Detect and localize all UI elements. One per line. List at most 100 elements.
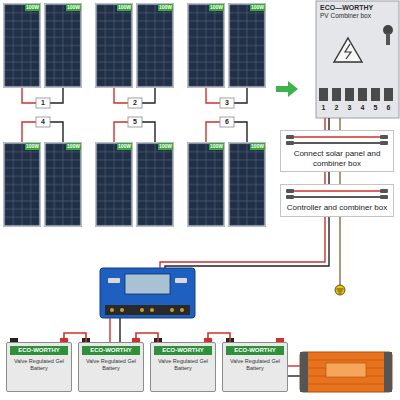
wire-sample-line	[290, 136, 384, 138]
positive-wire	[288, 365, 300, 366]
solar-panel	[3, 142, 41, 227]
mc4-plug	[286, 195, 294, 199]
wattage-tag: 100W	[209, 143, 224, 150]
solar-panel	[95, 142, 133, 227]
inverter-cap	[300, 352, 308, 392]
warning-triangle	[334, 38, 362, 62]
terminal	[332, 88, 341, 101]
power-inverter	[300, 352, 392, 392]
branch-number: 2	[128, 98, 142, 108]
battery-type: Valve Regulated Gel Battery	[154, 358, 212, 371]
wire-sample-line	[290, 142, 384, 144]
solar-panel	[3, 3, 41, 88]
box-title: PV Combiner box	[320, 12, 394, 20]
solar-panel	[44, 142, 82, 227]
battery-box: ECO-WORTHYValve Regulated Gel Battery	[222, 342, 288, 392]
brand-name: ECO-WORTHY	[10, 346, 68, 355]
brand-name: ECO-WORTHY	[154, 346, 212, 355]
branch-number: 4	[36, 117, 50, 127]
mc4-plug	[380, 195, 388, 199]
controller-terminals	[105, 305, 190, 315]
screw	[150, 308, 154, 312]
charge-controller	[100, 268, 195, 318]
solar-panel	[228, 3, 266, 88]
branch-number: 3	[220, 98, 234, 108]
solar-array	[3, 3, 266, 227]
screw	[110, 308, 114, 312]
wattage-tag: 100W	[158, 4, 173, 11]
branch-connector	[220, 117, 234, 127]
inverter-fins	[308, 360, 384, 384]
wire-sample	[284, 133, 390, 147]
controller-screws	[110, 308, 184, 312]
positive-lead	[206, 122, 220, 142]
solar-panel	[44, 3, 82, 88]
branch-number: 5	[128, 117, 142, 127]
controller-lcd	[125, 274, 170, 294]
terminal-number: 2	[332, 103, 342, 113]
mc4-plug	[380, 189, 388, 193]
wattage-tag: 100W	[209, 4, 224, 11]
legend-item: Controller and combiner box	[280, 184, 394, 217]
combiner-box-art	[316, 1, 399, 118]
positive-lead	[22, 88, 36, 103]
mc4-plug	[286, 189, 294, 193]
solar-panel	[136, 142, 174, 227]
brand-name: ECO—WORTHY	[320, 4, 394, 12]
terminal	[371, 88, 380, 101]
terminal-number: 3	[345, 103, 355, 113]
inverter-wires	[288, 366, 300, 376]
ground-symbol	[335, 285, 345, 295]
mc4-plug	[286, 141, 294, 145]
lock-key	[386, 33, 390, 45]
controller-body	[100, 268, 195, 318]
wattage-tag: 100W	[66, 4, 81, 11]
inverter-cap	[384, 352, 392, 392]
negative-lead	[142, 122, 155, 142]
wattage-tag: 100W	[158, 143, 173, 150]
wire-sample-line	[290, 196, 384, 198]
mc4-plug	[380, 141, 388, 145]
negative-lead	[142, 88, 155, 103]
mc4-plug	[380, 135, 388, 139]
terminal	[319, 88, 328, 101]
positive-lead	[22, 122, 36, 142]
solar-panel	[187, 142, 225, 227]
battery-box: ECO-WORTHYValve Regulated Gel Battery	[78, 342, 144, 392]
terminal-number: 5	[371, 103, 381, 113]
negative-wire	[119, 318, 120, 342]
solar-panel	[187, 3, 225, 88]
battery-box: ECO-WORTHY Valve Regulated Gel Battery	[6, 342, 72, 392]
negative-wire	[288, 375, 300, 376]
negative-lead	[50, 122, 63, 142]
positive-lead	[114, 88, 128, 103]
solar-panel	[136, 3, 174, 88]
negative-lead	[234, 122, 247, 142]
branch-connectors	[36, 98, 234, 127]
solar-panel	[228, 142, 266, 227]
wire-sample	[284, 187, 390, 201]
lightning-bolt	[345, 44, 351, 59]
brand-name: ECO-WORTHY	[82, 346, 140, 355]
battery-box: ECO-WORTHY Valve Regulated Gel Battery	[150, 342, 216, 392]
negative-lead	[50, 88, 63, 103]
controller-button	[108, 278, 120, 283]
wire-sample-line	[290, 190, 384, 192]
direction-arrow	[276, 81, 298, 97]
wattage-tag: 100W	[117, 143, 132, 150]
terminal	[358, 88, 367, 101]
screw	[120, 308, 124, 312]
ground-symbol	[337, 289, 344, 293]
legend-text: Controller and combiner box	[284, 203, 390, 213]
terminal-number: 6	[384, 103, 394, 113]
branch-connector	[220, 98, 234, 108]
positive-lead	[206, 88, 220, 103]
combiner-box: ECO—WORTHYPV Combiner box	[318, 3, 396, 33]
branch-connector	[36, 98, 50, 108]
terminal-number: 1	[319, 103, 329, 113]
terminal	[384, 88, 393, 101]
inverter-plate	[326, 363, 366, 377]
battery-type: Valve Regulated Gel Battery	[10, 358, 68, 371]
terminal-number: 4	[358, 103, 368, 113]
